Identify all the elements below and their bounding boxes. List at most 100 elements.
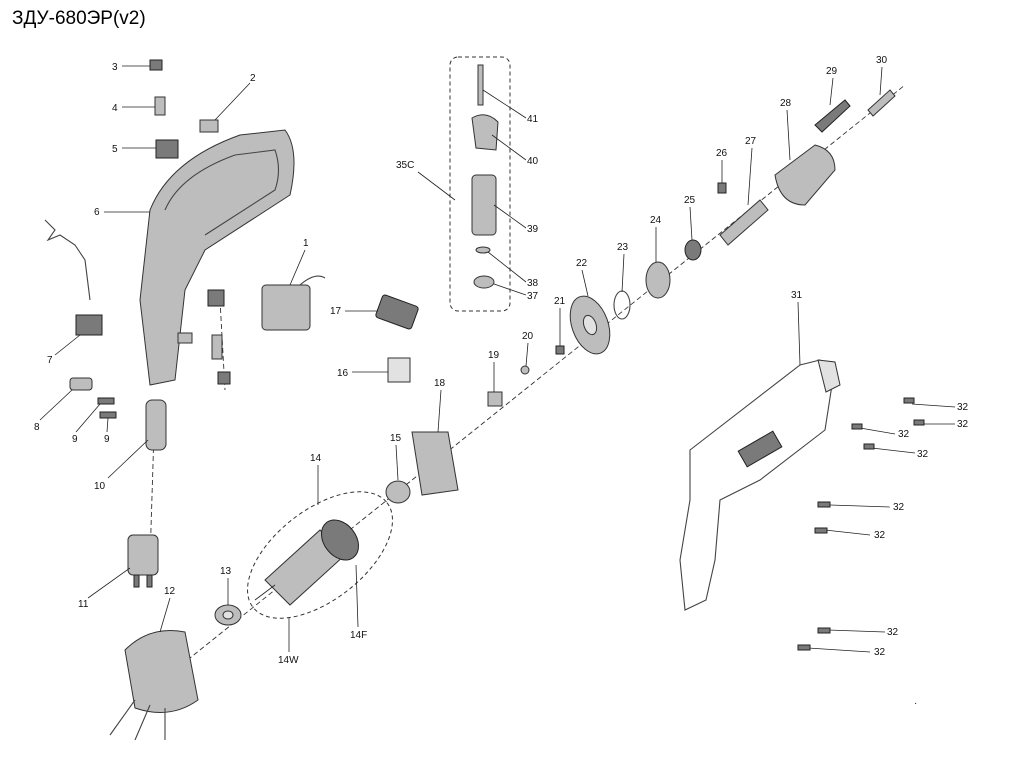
- leader-38: [487, 251, 527, 283]
- part-3-clip: [149, 59, 163, 71]
- screw-leader-f: [824, 529, 871, 536]
- callout-15: 15: [390, 433, 402, 444]
- leader-2: [214, 82, 251, 121]
- callout-32h: 32: [874, 647, 886, 658]
- leader-10: [107, 439, 149, 479]
- part-26-key: [717, 182, 727, 194]
- part-32-screw: [814, 527, 828, 534]
- callout-14W: 14W: [278, 655, 299, 666]
- part-14F-fan: [320, 519, 360, 561]
- screw-leader-d: [871, 447, 916, 454]
- part-24-clutch-disc: [645, 261, 671, 299]
- callout-32c: 32: [898, 429, 910, 440]
- part-23-spring-ring: [613, 290, 631, 320]
- callout-32g: 32: [887, 627, 899, 638]
- callout-8: 8: [34, 422, 40, 433]
- leader-27: [747, 147, 753, 206]
- callout-32b: 32: [957, 419, 969, 430]
- leader-31: [797, 301, 801, 366]
- part-5-switch-block: [155, 139, 179, 159]
- leader-1: [289, 249, 306, 286]
- part-6-housing-half: [139, 129, 295, 386]
- part-32-screw: [863, 443, 875, 450]
- callout-16: 16: [337, 368, 349, 379]
- part-39-grip: [471, 174, 497, 236]
- callout-4: 4: [112, 103, 118, 114]
- part-19-bearing: [487, 391, 503, 407]
- callout-35C: 35C: [396, 160, 414, 171]
- callout-9b: 9: [104, 434, 110, 445]
- callout-23: 23: [617, 242, 629, 253]
- callout-25: 25: [684, 195, 696, 206]
- part-40-clamp: [471, 114, 499, 151]
- part-22-gear-hub: [582, 314, 598, 336]
- part-20-ball: [520, 365, 530, 375]
- part-32-screw: [817, 501, 831, 508]
- callout-29: 29: [826, 66, 838, 77]
- part-30-bit: [867, 89, 896, 117]
- callout-38: 38: [527, 278, 539, 289]
- part-9-screw-a: [97, 397, 115, 405]
- part-7-cable: [44, 219, 91, 301]
- part-21-key: [555, 345, 565, 355]
- part-4-screw: [154, 96, 166, 116]
- part-38-washer: [475, 246, 491, 254]
- screw-leader-e: [829, 504, 891, 508]
- part-37-cap: [473, 275, 495, 289]
- leader-12: [159, 597, 171, 633]
- part-31-assembled-drill: [679, 359, 833, 611]
- part-small-lug: [177, 332, 193, 344]
- leader-37: [493, 283, 527, 296]
- housing-inner-rib: [164, 149, 280, 236]
- callout-12: 12: [164, 586, 176, 597]
- callout-14: 14: [310, 453, 322, 464]
- part-15-bearing: [385, 480, 411, 504]
- leader-35C: [417, 171, 456, 201]
- callout-11: 11: [78, 599, 89, 610]
- part-12-stator: [124, 629, 199, 713]
- diagram-title: ЗДУ-680ЭР(v2): [12, 8, 146, 29]
- part-41-bolt: [477, 64, 484, 106]
- part-brush-cap: [217, 371, 231, 385]
- part-35C-side-handle-group: [449, 56, 511, 312]
- callout-1: 1: [303, 238, 309, 249]
- part-brush-holder: [211, 334, 223, 360]
- leader-30: [879, 66, 883, 96]
- callout-6: 6: [94, 207, 100, 218]
- part-10-cable-protector: [145, 399, 167, 451]
- screw-leader-h: [807, 647, 871, 653]
- part-11-plug-body: [127, 534, 159, 576]
- leader-18: [437, 389, 442, 433]
- part-17-selector: [375, 294, 419, 330]
- leader-28: [786, 109, 791, 161]
- part-11-plug-pin: [133, 574, 140, 588]
- callout-37: 37: [527, 291, 539, 302]
- part-7-terminal: [75, 314, 103, 336]
- callout-41: 41: [527, 114, 539, 125]
- callout-32a: 32: [957, 402, 969, 413]
- callout-7: 7: [47, 355, 53, 366]
- part-14-armature-group: [247, 491, 393, 619]
- part-1-trigger-lever: [299, 275, 326, 286]
- leader-15: [395, 444, 399, 481]
- callout-27: 27: [745, 136, 757, 147]
- callout-39: 39: [527, 224, 539, 235]
- callout-2: 2: [250, 73, 256, 84]
- callout-19: 19: [488, 350, 500, 361]
- part-capacitor: [207, 289, 225, 307]
- armature-shaft: [254, 584, 276, 601]
- part-32-screw: [913, 419, 925, 426]
- leader-40: [491, 134, 527, 161]
- leader-9a: [75, 403, 101, 433]
- callout-5: 5: [112, 144, 118, 155]
- part-25-bearing: [684, 239, 702, 261]
- callout-30: 30: [876, 55, 888, 66]
- part-28-chuck: [774, 144, 836, 206]
- callout-18: 18: [434, 378, 446, 389]
- part-13-bearing-bore: [222, 610, 234, 620]
- part-12-stator-wires: [109, 699, 166, 741]
- part-32-screw: [851, 423, 863, 430]
- callout-32d: 32: [917, 449, 929, 460]
- leader-25: [689, 206, 693, 241]
